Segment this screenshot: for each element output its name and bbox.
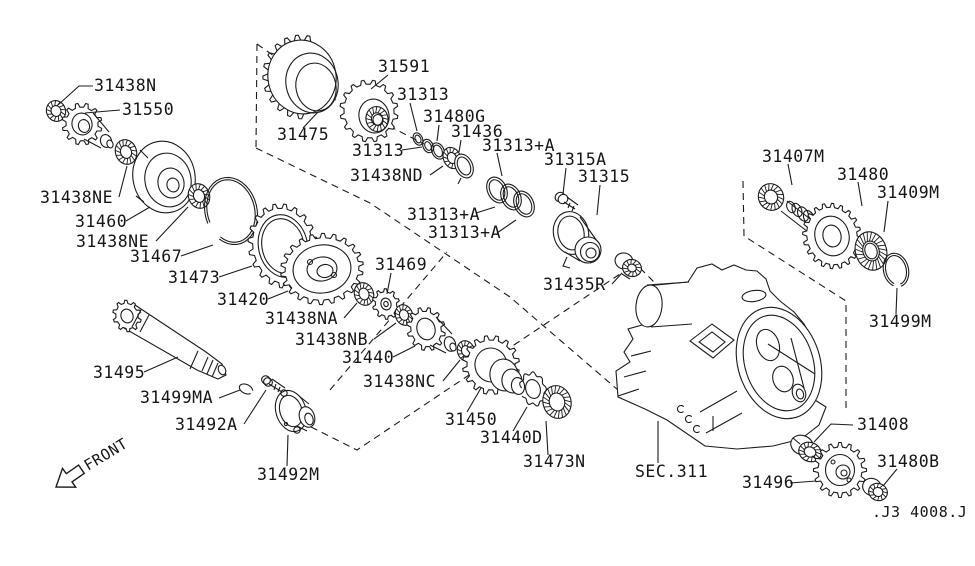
part-label: 31313+A xyxy=(407,205,480,224)
part-label: 31313+A xyxy=(482,136,555,155)
part-label: 31407M xyxy=(762,147,825,166)
part-label: 31499MA xyxy=(140,388,213,407)
part-label: 31475 xyxy=(277,125,329,144)
part-label: 31496 xyxy=(742,473,794,492)
part-label: 31480B xyxy=(877,452,940,471)
part-label: 31408 xyxy=(857,415,909,434)
part-label: 31438ND xyxy=(350,166,423,185)
part-label: 31409M xyxy=(877,183,940,202)
part-label: 31480 xyxy=(837,165,889,184)
part-label: 31438NB xyxy=(295,330,368,349)
section-ref-label: SEC.311 xyxy=(635,462,708,481)
part-label: 31438NE xyxy=(76,232,149,251)
part-label: 31436 xyxy=(451,122,503,141)
part-label: 31313 xyxy=(397,85,449,104)
part-label: 31440 xyxy=(342,348,394,367)
part-label: 31313 xyxy=(352,141,404,160)
part-label: 31499M xyxy=(869,312,932,331)
part-label: 31450 xyxy=(445,410,497,429)
part-label: 31480G xyxy=(423,107,486,126)
part-label: 31492M xyxy=(257,465,320,484)
drawing-code: .J3 4008.J xyxy=(872,503,967,521)
part-label: 31473N xyxy=(523,452,586,471)
part-label: 31438NC xyxy=(363,372,436,391)
part-label: 31467 xyxy=(130,247,182,266)
front-direction-arrow xyxy=(56,465,84,487)
part-label: 31438NA xyxy=(265,309,338,328)
part-label: 31440D xyxy=(480,428,543,447)
part-label: 31473 xyxy=(168,268,220,287)
part-label: 31435R xyxy=(543,275,606,294)
part-label: 31315 xyxy=(578,167,630,186)
part-label: 31495 xyxy=(93,363,145,382)
part-label: 31315A xyxy=(544,150,607,169)
part-label: 31460 xyxy=(75,212,127,231)
part-label: 31469 xyxy=(375,255,427,274)
part-label: 31420 xyxy=(217,290,269,309)
part-label: 31550 xyxy=(122,100,174,119)
part-label: 31492A xyxy=(175,415,238,434)
part-label: 31438N xyxy=(94,76,157,95)
part-label: 31313+A xyxy=(428,223,501,242)
part-label: 31438NE xyxy=(40,188,113,207)
part-label: 31591 xyxy=(378,57,430,76)
front-label: FRONT xyxy=(81,434,131,474)
